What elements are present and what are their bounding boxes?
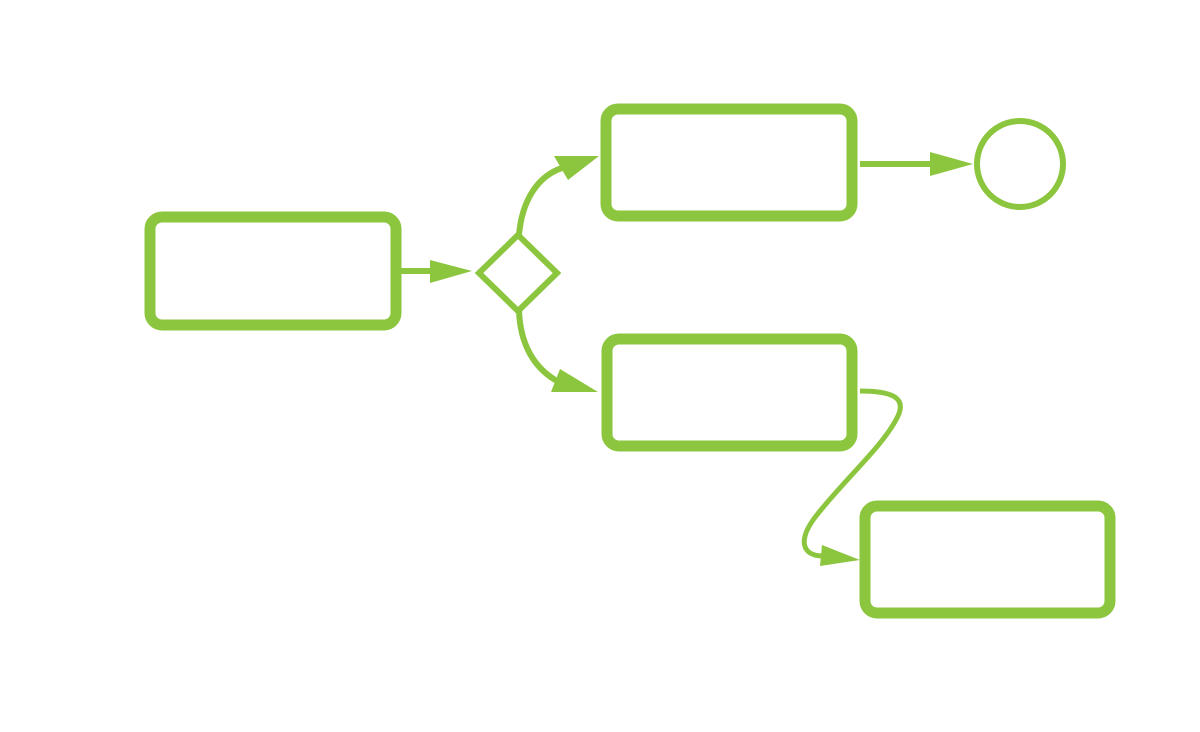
- arrowhead-task-upper-to-end-event: [930, 152, 973, 176]
- edges-layer: [398, 152, 973, 566]
- edge-task-lower-to-task-final: [801, 388, 903, 559]
- task-final-box[interactable]: [859, 500, 1116, 619]
- end-event-circle[interactable]: [974, 118, 1066, 210]
- task-lower-box[interactable]: [601, 333, 858, 452]
- nodes-layer: [144, 103, 1116, 619]
- arrowhead-gateway-to-task-upper: [554, 156, 599, 180]
- task-start-box[interactable]: [144, 211, 402, 331]
- gateway-diamond[interactable]: [474, 230, 562, 316]
- edge-gateway-to-task-upper: [516, 165, 564, 236]
- task-upper-box[interactable]: [600, 103, 858, 222]
- arrowhead-task-lower-to-task-final: [820, 545, 860, 566]
- arrowhead-gateway-to-task-lower: [551, 369, 598, 392]
- arrowhead-task-start-to-gateway: [430, 260, 472, 283]
- edge-gateway-to-task-lower: [516, 309, 559, 384]
